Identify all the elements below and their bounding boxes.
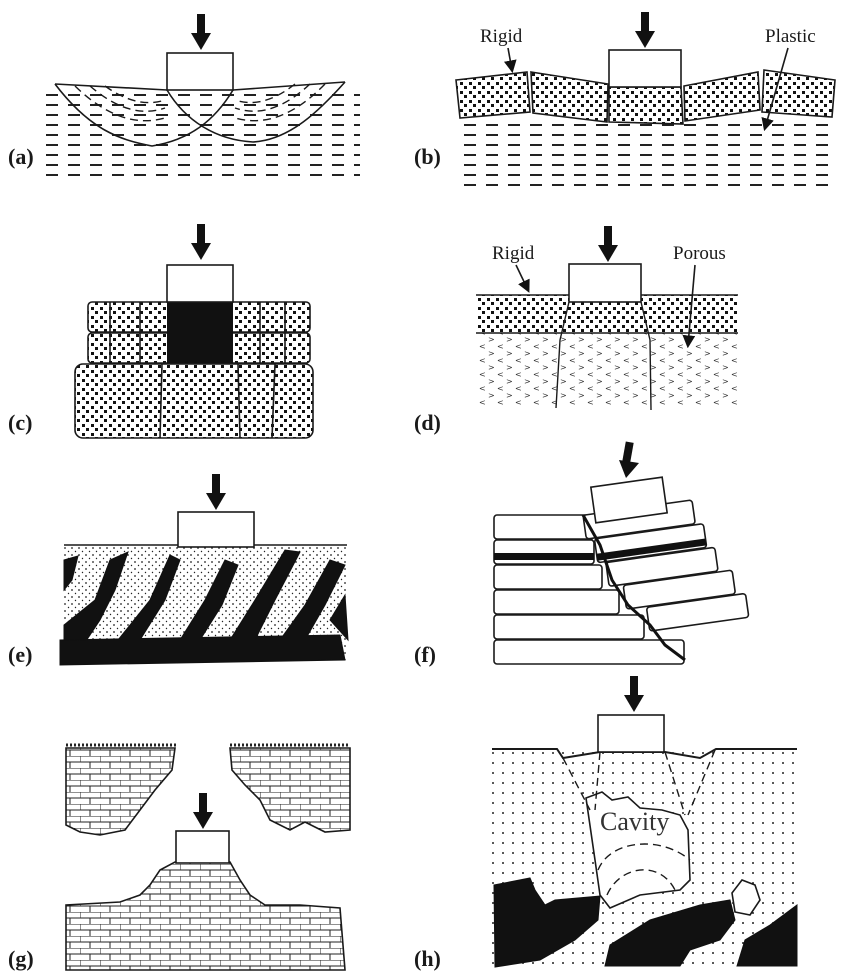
panel-label-b: (b): [414, 144, 441, 169]
annotation-cavity-h: Cavity: [600, 807, 669, 836]
panel-f: (f): [414, 441, 750, 667]
annotation-rigid-b: Rigid: [480, 26, 523, 47]
panel-b: Rigid Plastic (b): [414, 12, 836, 188]
panel-d: Rigid Porous (d): [414, 226, 738, 435]
panel-label-e: (e): [8, 642, 32, 667]
panel-e: (e): [8, 474, 349, 667]
panel-label-g: (g): [8, 946, 34, 971]
panel-label-c: (c): [8, 410, 32, 435]
panel-a: (a): [8, 14, 360, 180]
annotation-porous-d: Porous: [673, 243, 726, 264]
panel-h: Cavity (h): [414, 676, 798, 971]
annotation-rigid-d: Rigid: [492, 243, 535, 264]
panel-label-f: (f): [414, 642, 436, 667]
annotation-plastic-b: Plastic: [765, 26, 816, 47]
panel-g: (g): [8, 743, 351, 971]
panel-label-h: (h): [414, 946, 441, 971]
panel-label-a: (a): [8, 144, 34, 169]
panel-c: (c): [8, 224, 314, 439]
panel-label-d: (d): [414, 410, 441, 435]
